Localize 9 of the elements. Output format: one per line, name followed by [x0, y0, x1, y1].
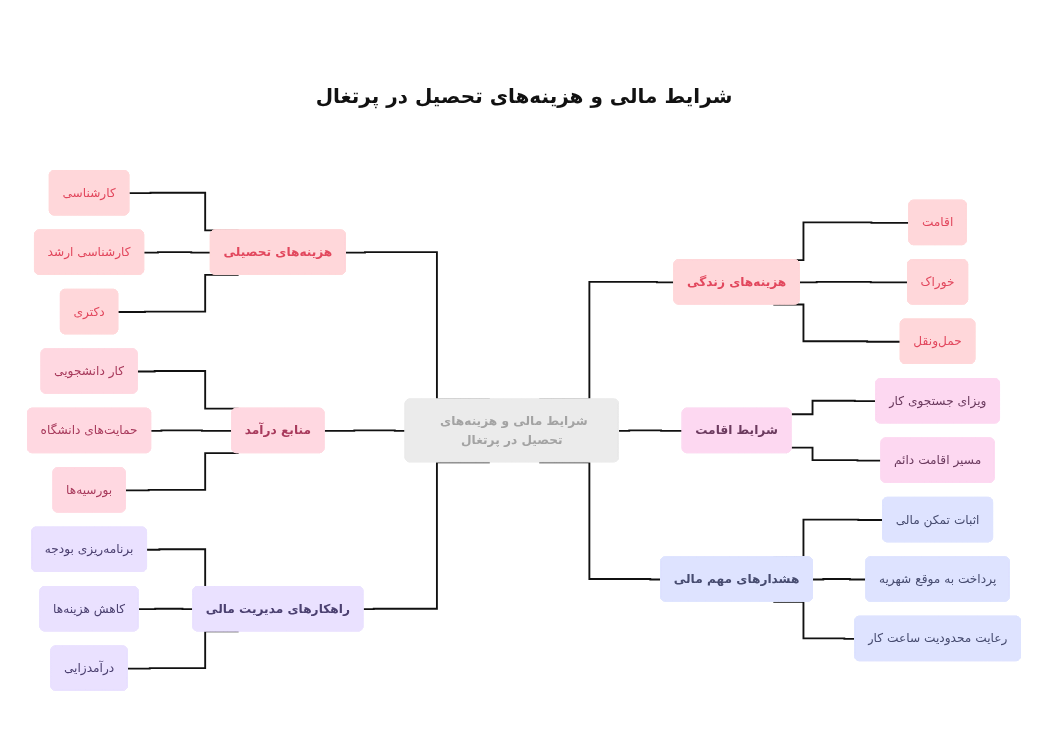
connector	[117, 273, 240, 313]
connector	[362, 460, 491, 610]
connector	[124, 451, 240, 491]
connector	[143, 250, 212, 254]
connector	[618, 429, 684, 432]
connector	[538, 460, 662, 580]
connector	[323, 429, 407, 432]
title: شرایط مالی و هزینه‌های تحصیل در پرتغال	[315, 84, 733, 108]
connector	[798, 280, 909, 283]
